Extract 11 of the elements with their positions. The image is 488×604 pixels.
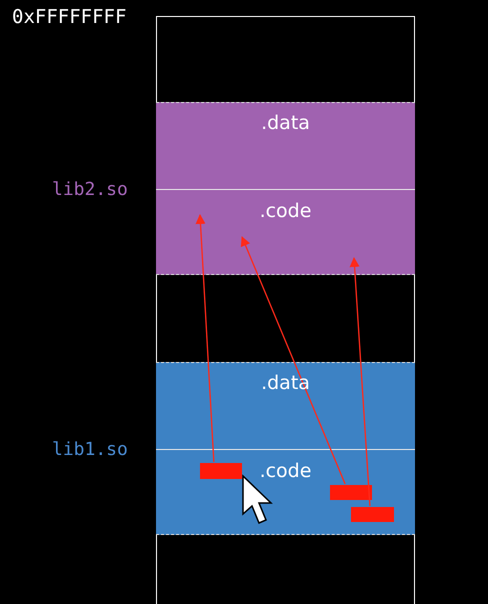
section-label: .code <box>258 460 312 482</box>
arrow <box>240 236 346 484</box>
section-label: .data <box>260 112 311 134</box>
marker-bar <box>200 463 242 479</box>
marker-bar <box>351 507 394 522</box>
section-label: .code <box>258 200 312 222</box>
library-label: lib1.so <box>52 439 128 460</box>
arrow <box>196 214 214 462</box>
marker-bar <box>330 485 372 500</box>
library-label: lib2.so <box>52 179 128 200</box>
address-label: 0xFFFFFFFF <box>12 6 126 28</box>
